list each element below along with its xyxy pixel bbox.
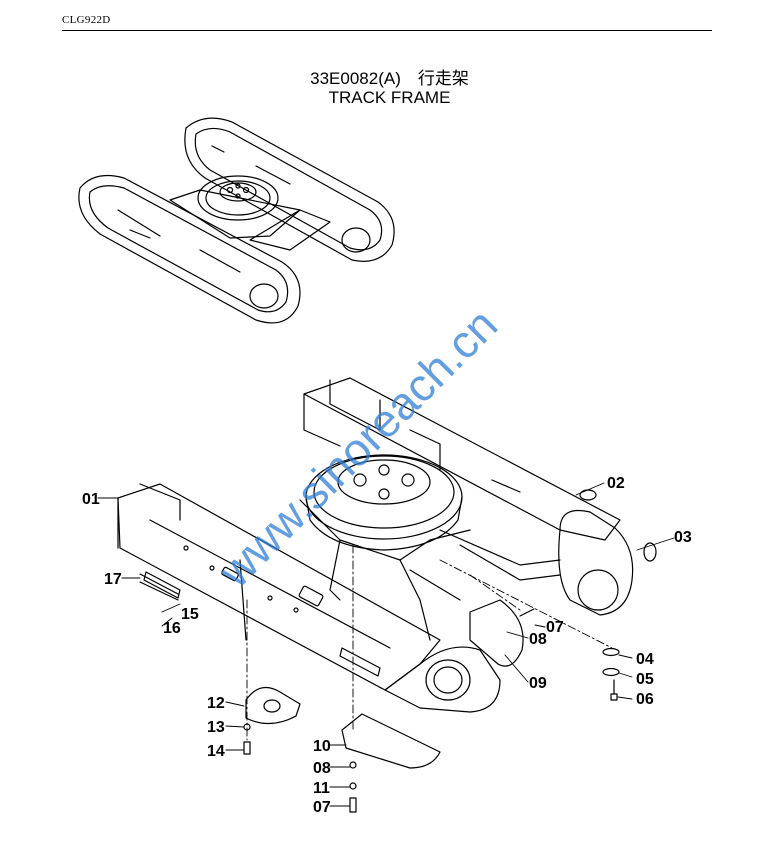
callout-10: 10: [313, 738, 331, 755]
callout-15: 15: [181, 606, 199, 623]
callout-13: 13: [207, 719, 225, 736]
callout-06: 06: [636, 691, 654, 708]
model-code: CLG922D: [62, 14, 111, 26]
drawing-title-code: 33E0082(A) 行走架: [310, 69, 469, 88]
callout-12: 12: [207, 695, 225, 712]
callout-05: 05: [636, 671, 654, 688]
callout-16: 16: [163, 620, 181, 637]
callout-labels: 01 02 03 04 05 06 07 08 09 10 08 11 07 1…: [82, 475, 692, 816]
leader-lines: [97, 482, 675, 807]
callout-17: 17: [104, 571, 122, 588]
watermark-text: www.sinoreach.cn: [208, 298, 508, 598]
callout-07-lower: 07: [313, 799, 331, 816]
track-frame-assembly-overview-icon: [78, 117, 395, 324]
callout-08-lower: 08: [313, 760, 331, 777]
header-divider: [62, 30, 712, 31]
callout-14: 14: [207, 743, 225, 760]
callout-01: 01: [82, 491, 100, 508]
callout-02: 02: [607, 475, 625, 492]
callout-08-upper: 08: [529, 631, 547, 648]
callout-04: 04: [636, 651, 654, 668]
callout-07-upper: 07: [546, 619, 564, 636]
drawing-title-english: TRACK FRAME: [328, 88, 451, 107]
callout-03: 03: [674, 529, 692, 546]
callout-11: 11: [313, 780, 330, 797]
callout-09: 09: [529, 675, 547, 692]
track-frame-exploded-view-icon: [117, 377, 657, 813]
